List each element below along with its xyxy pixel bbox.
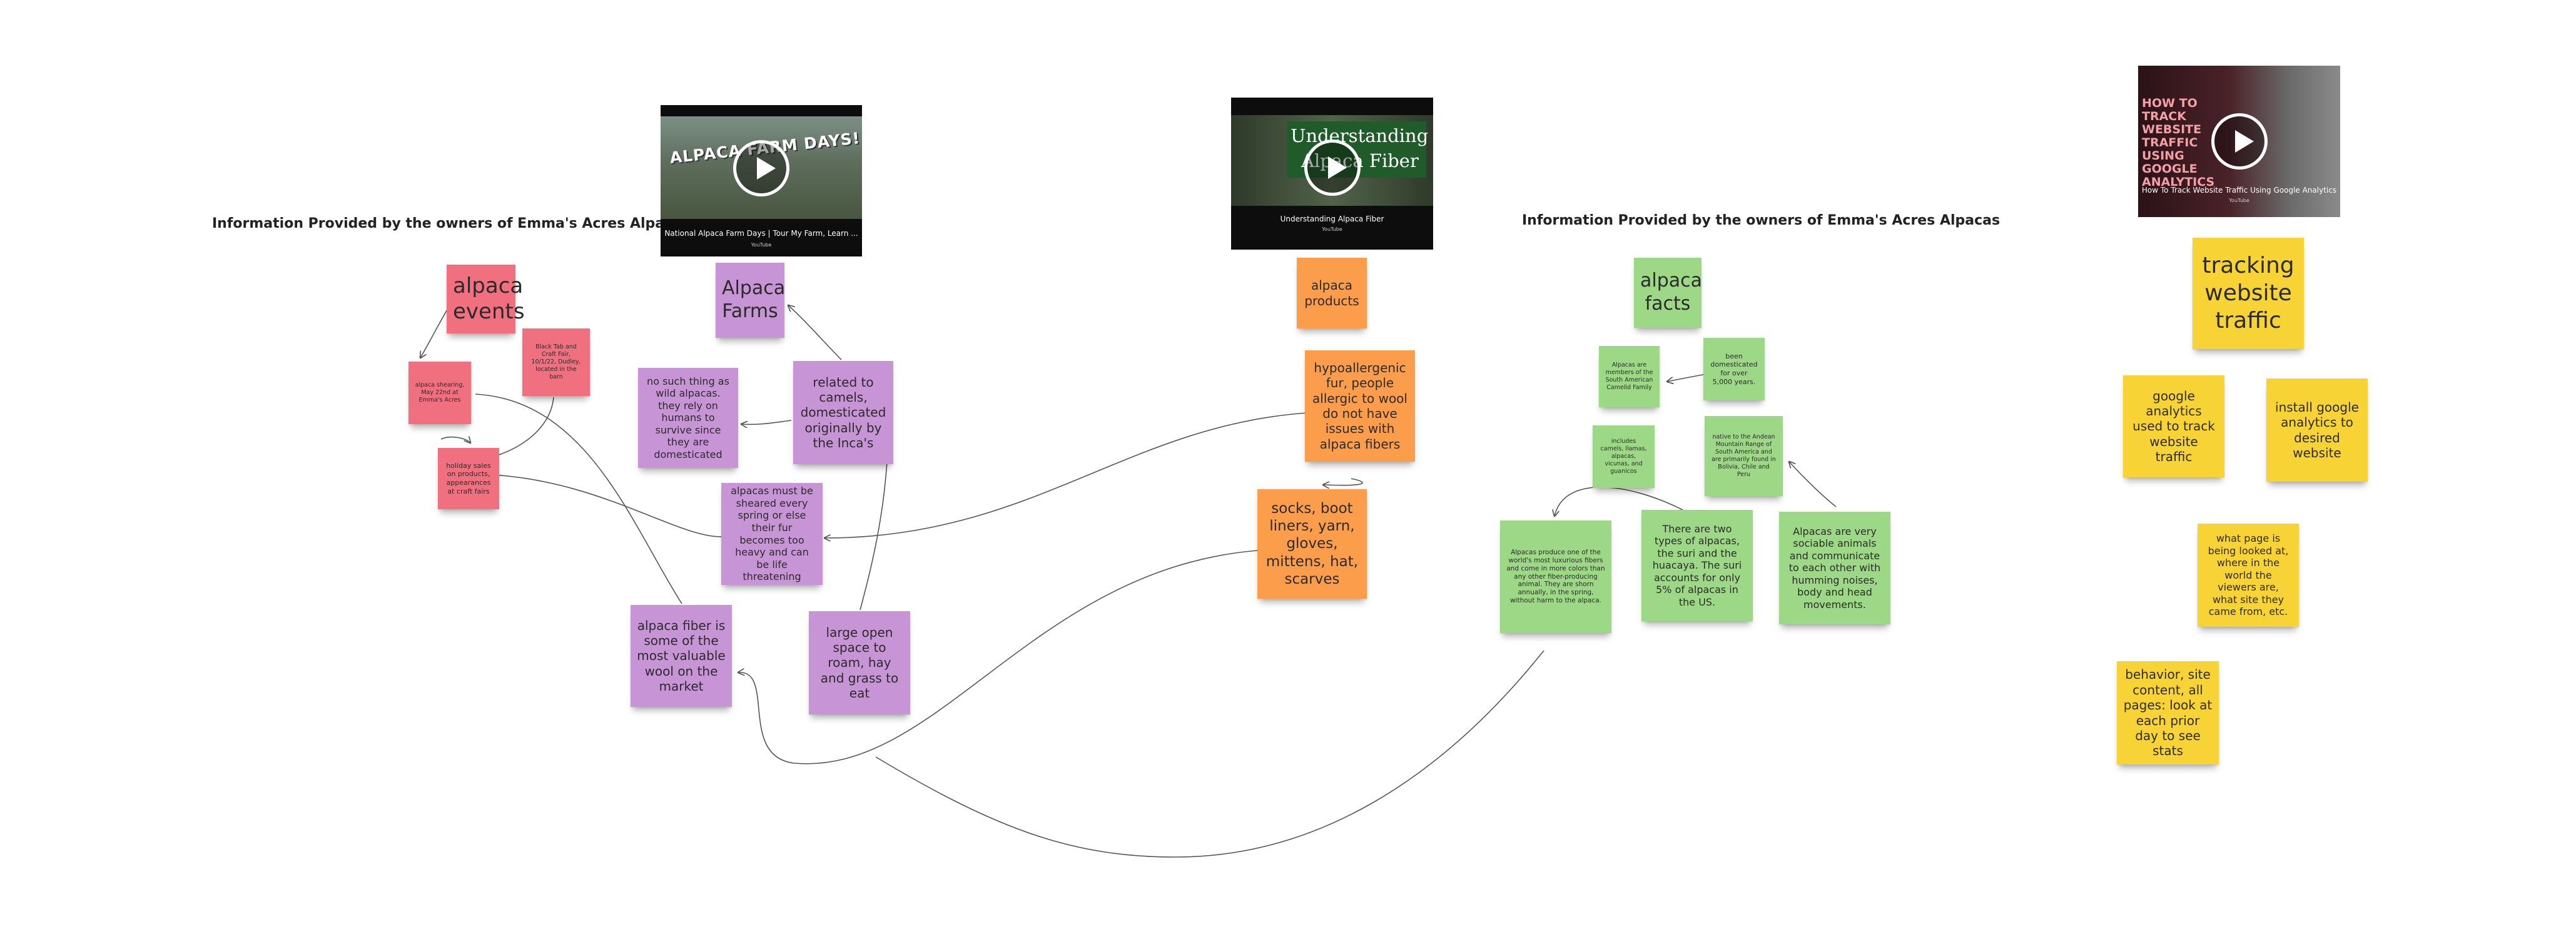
sticky-note-camelid-family[interactable]: Alpacas are members of the South America… xyxy=(1599,346,1660,407)
note-text: native to the Andean Mountain Range of S… xyxy=(1711,434,1776,478)
note-text: alpaca events xyxy=(453,273,525,324)
sticky-note-related-to-camels[interactable]: related to camels, domesticated original… xyxy=(793,361,893,464)
sticky-note-sociable-animals[interactable]: Alpacas are very sociable animals and co… xyxy=(1779,512,1890,624)
connector-shearing-holiday xyxy=(440,437,470,443)
note-text: includes camels, llamas, alpacas, vicuna… xyxy=(1600,438,1647,475)
video-source: YouTube xyxy=(1322,226,1342,232)
sticky-note-facts[interactable]: alpaca facts xyxy=(1634,258,1703,328)
video-source: YouTube xyxy=(2229,198,2249,203)
connector-hypo-sheared xyxy=(824,412,1308,538)
note-text: Alpacas are very sociable animals and co… xyxy=(1788,525,1881,611)
note-text: There are two types of alpacas, the suri… xyxy=(1652,522,1742,608)
video-embed-fiber[interactable]: Understanding Alpaca Fiber Understanding… xyxy=(1231,98,1433,250)
sticky-note-products[interactable]: alpaca products xyxy=(1297,258,1367,328)
connector-camels-farms xyxy=(788,305,842,360)
note-text: what page is being looked at, where in t… xyxy=(2208,532,2289,618)
note-text: alpaca fiber is some of the most valuabl… xyxy=(637,617,726,694)
note-text: google analytics used to track website t… xyxy=(2132,388,2215,465)
sticky-note-luxurious-fibers[interactable]: Alpacas produce one of the world's most … xyxy=(1500,520,1611,633)
sticky-note-socks-products[interactable]: socks, boot liners, yarn, gloves, mitten… xyxy=(1257,489,1367,599)
sticky-note-domesticated-5000[interactable]: been domesticated for over 5,000 years. xyxy=(1703,338,1765,400)
video-title: Understanding Alpaca Fiber xyxy=(1280,215,1384,223)
play-button-icon[interactable] xyxy=(2211,113,2268,170)
sticky-note-shearing-event[interactable]: alpaca shearing, May 22nd at Emma's Acre… xyxy=(408,362,471,424)
video-title: How To Track Website Traffic Using Googl… xyxy=(2141,186,2337,195)
sticky-note-farms[interactable]: Alpaca Farms xyxy=(716,263,786,338)
note-text: Alpacas are members of the South America… xyxy=(1605,362,1653,391)
note-text: been domesticated for over 5,000 years. xyxy=(1710,352,1758,386)
note-text: no such thing as wild alpacas. they rely… xyxy=(647,375,729,460)
section-heading-left: Information Provided by the owners of Em… xyxy=(212,216,691,231)
sticky-note-holiday-sales[interactable]: holiday sales on products, appearances a… xyxy=(438,448,499,509)
play-button-icon[interactable] xyxy=(1304,139,1361,196)
sticky-note-hypoallergenic[interactable]: hypoallergenic fur, people allergic to w… xyxy=(1305,350,1415,462)
note-text: Alpacas produce one of the world's most … xyxy=(1506,549,1605,604)
connector-social-native xyxy=(1789,462,1837,507)
connector-fibers-valuable xyxy=(875,650,1544,858)
note-text: hypoallergenic fur, people allergic to w… xyxy=(1312,360,1407,452)
video-overlay-line1: Understanding xyxy=(1291,125,1429,146)
sticky-note-no-wild-alpacas[interactable]: no such thing as wild alpacas. they rely… xyxy=(638,368,738,468)
note-text: related to camels, domesticated original… xyxy=(800,374,886,451)
sticky-note-must-be-sheared[interactable]: alpacas must be sheared every spring or … xyxy=(721,483,823,585)
sticky-note-native-andes[interactable]: native to the Andean Mountain Range of S… xyxy=(1705,416,1783,496)
sticky-note-install-analytics[interactable]: install google analytics to desired webs… xyxy=(2266,378,2368,482)
connector-holiday-sheared xyxy=(475,474,723,537)
sticky-note-events[interactable]: alpaca events xyxy=(447,265,525,333)
note-text: install google analytics to desired webs… xyxy=(2275,399,2359,460)
play-button-icon[interactable] xyxy=(733,140,789,196)
sticky-note-valuable-wool[interactable]: alpaca fiber is some of the most valuabl… xyxy=(631,605,732,707)
note-text: alpaca products xyxy=(1304,278,1359,308)
sticky-note-black-tab-fair[interactable]: Black Tab and Craft Fair, 10/1/22, Dudle… xyxy=(522,328,590,396)
video-source: YouTube xyxy=(751,242,772,248)
note-text: alpacas must be sheared every spring or … xyxy=(731,485,813,583)
video-overlay-text: HOW TO TRACK WEBSITE TRAFFIC USING GOOGL… xyxy=(2142,96,2215,189)
sticky-note-tracking-traffic[interactable]: tracking website traffic xyxy=(2193,238,2304,349)
note-text: alpaca shearing, May 22nd at Emma's Acre… xyxy=(415,382,465,403)
sticky-note-open-space[interactable]: large open space to roam, hay and grass … xyxy=(809,611,910,714)
section-heading-middle: Information Provided by the owners of Em… xyxy=(1522,213,2000,228)
note-text: Alpaca Farms xyxy=(722,277,786,322)
note-text: holiday sales on products, appearances a… xyxy=(446,461,491,495)
note-text: Black Tab and Craft Fair, 10/1/22, Dudle… xyxy=(531,343,581,380)
sticky-note-google-analytics-used[interactable]: google analytics used to track website t… xyxy=(2123,375,2224,477)
video-embed-farm-days[interactable]: ALPACA FARM DAYS! National Alpaca Farm D… xyxy=(661,105,862,256)
note-text: large open space to roam, hay and grass … xyxy=(820,624,899,701)
connector-hypo-socks xyxy=(1323,478,1363,485)
video-title: National Alpaca Farm Days | Tour My Farm… xyxy=(664,229,858,238)
sticky-note-includes-camelids[interactable]: includes camels, llamas, alpacas, vicuna… xyxy=(1593,425,1655,488)
note-text: tracking website traffic xyxy=(2202,253,2295,333)
video-embed-analytics[interactable]: HOW TO TRACK WEBSITE TRAFFIC USING GOOGL… xyxy=(2138,66,2340,217)
sticky-note-what-page[interactable]: what page is being looked at, where in t… xyxy=(2198,524,2299,627)
note-text: alpaca facts xyxy=(1640,270,1703,315)
connector-camels-wild xyxy=(741,420,792,424)
sticky-note-two-types[interactable]: There are two types of alpacas, the suri… xyxy=(1641,510,1753,621)
connector-events-shearing xyxy=(420,309,448,358)
note-text: behavior, site content, all pages: look … xyxy=(2123,667,2213,759)
sticky-note-behavior-stats[interactable]: behavior, site content, all pages: look … xyxy=(2117,661,2219,764)
note-text: socks, boot liners, yarn, gloves, mitten… xyxy=(1265,500,1359,587)
